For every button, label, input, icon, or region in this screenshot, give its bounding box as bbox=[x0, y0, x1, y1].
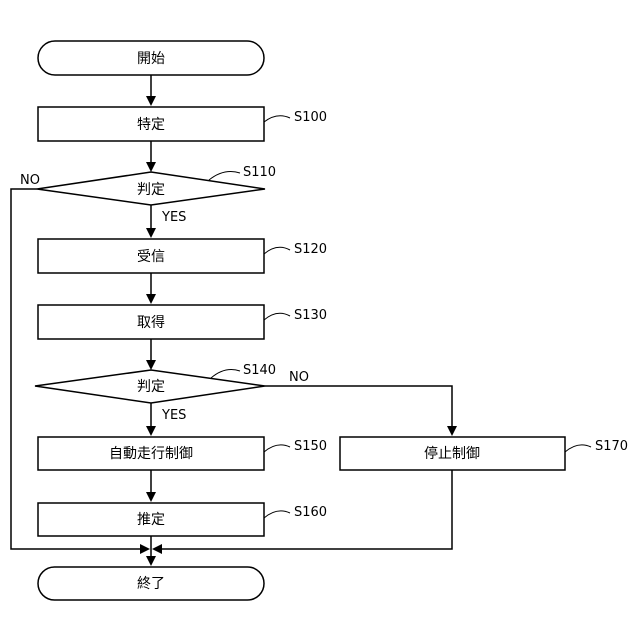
judge2-label: 判定 bbox=[137, 379, 165, 395]
arrowhead bbox=[146, 360, 156, 370]
arrowhead bbox=[146, 556, 156, 566]
end-terminal: 終了 bbox=[38, 567, 264, 600]
step-s160: S160 bbox=[294, 505, 327, 520]
leader-s170 bbox=[565, 445, 591, 452]
leader-s100 bbox=[264, 116, 290, 122]
acquire-label: 取得 bbox=[137, 314, 165, 331]
judge1-no-label: NO bbox=[20, 173, 40, 188]
step-s120: S120 bbox=[294, 242, 327, 257]
arrowhead bbox=[146, 294, 156, 304]
receive-process: 受信 bbox=[38, 239, 264, 273]
judge1-decision: 判定 bbox=[37, 172, 265, 205]
start-terminal: 開始 bbox=[38, 41, 264, 75]
acquire-process: 取得 bbox=[38, 305, 264, 339]
leader-s150 bbox=[264, 445, 290, 452]
step-s110: S110 bbox=[243, 165, 276, 180]
judge1-label: 判定 bbox=[137, 182, 165, 198]
step-s150: S150 bbox=[294, 439, 327, 454]
identify-label: 特定 bbox=[137, 117, 165, 133]
end-label: 終了 bbox=[137, 576, 165, 592]
leader-s130 bbox=[264, 313, 290, 320]
identify-process: 特定 bbox=[38, 107, 264, 141]
receive-label: 受信 bbox=[137, 249, 165, 265]
leader-s120 bbox=[264, 247, 290, 254]
leader-s160 bbox=[264, 511, 290, 518]
auto-drive-label: 自動走行制御 bbox=[109, 446, 193, 462]
judge2-decision: 判定 bbox=[35, 370, 265, 403]
arrowhead bbox=[146, 228, 156, 238]
leader-s110 bbox=[209, 172, 240, 180]
judge2-no-label: NO bbox=[289, 370, 309, 385]
arrowhead bbox=[146, 492, 156, 502]
connector-judge2-no bbox=[265, 386, 452, 428]
arrowhead bbox=[146, 426, 156, 436]
estimate-label: 推定 bbox=[137, 512, 165, 528]
judge1-yes-label: YES bbox=[161, 210, 186, 225]
step-s140: S140 bbox=[243, 363, 276, 378]
arrowhead bbox=[152, 544, 162, 554]
auto-drive-process: 自動走行制御 bbox=[38, 437, 264, 470]
start-label: 開始 bbox=[137, 51, 165, 67]
estimate-process: 推定 bbox=[38, 503, 264, 536]
arrowhead bbox=[146, 96, 156, 106]
step-s130: S130 bbox=[294, 308, 327, 323]
stop-process: 停止制御 bbox=[340, 437, 565, 470]
step-s170: S170 bbox=[595, 439, 628, 454]
step-s100: S100 bbox=[294, 110, 327, 125]
arrowhead bbox=[447, 426, 457, 436]
judge2-yes-label: YES bbox=[161, 408, 186, 423]
stop-label: 停止制御 bbox=[424, 445, 480, 462]
leader-s140 bbox=[211, 370, 240, 378]
arrowhead bbox=[140, 544, 150, 554]
arrowhead bbox=[146, 162, 156, 172]
